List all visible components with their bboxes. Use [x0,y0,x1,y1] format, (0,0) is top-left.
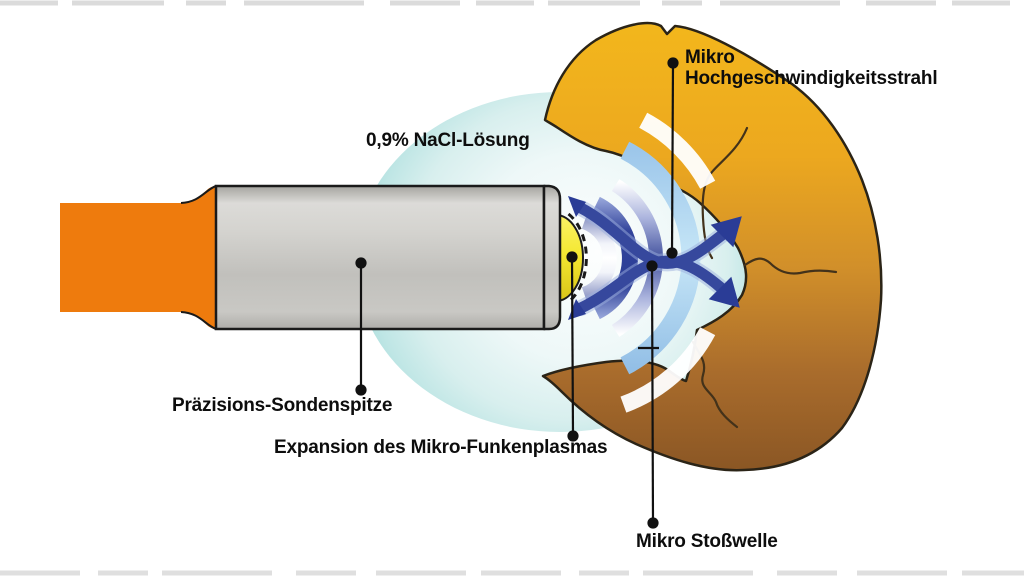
leader-jet [670,62,675,254]
leader-lines [359,62,675,524]
marker-dot [355,257,367,269]
shockwave-arc-navy [592,196,638,320]
stone-crack [691,340,739,429]
stone-crack [743,257,838,275]
jet-arrowhead-upper [710,216,742,248]
marker-dot [666,247,678,259]
shockwave-arc-outer-white-top [639,112,716,189]
marker-dot [355,384,367,396]
shockwave-arc-inner-white [581,215,617,301]
label-plasma-expansion: Expansion des Mikro-Funkenplasmas [274,437,607,458]
label-probe-tip: Präzisions-Sondenspitze [172,395,392,416]
probe-end-cap [542,184,562,331]
label-nacl-solution: 0,9% NaCl-Lösung [366,130,530,151]
leader-shockwave [650,265,655,524]
label-shockwave: Mikro Stoßwelle [636,531,778,552]
marker-dot [647,517,659,529]
jet-tail-flare-upper [568,196,586,217]
label-jet-line2: Hochgeschwindigkeitsstrahl [685,68,937,89]
probe-shaft [60,186,216,329]
marker-dot [646,260,658,272]
label-jet-line1: Mikro [685,47,735,68]
probe-shaft-flare-outline-top [180,185,217,204]
marker-dot [567,430,579,442]
jet-arrows [568,196,742,320]
marker-dot [667,57,679,69]
jet-arrowhead-lower [708,276,740,308]
stone-body [541,21,883,472]
marker-dot [566,251,578,263]
probe-shaft-flare-outline-bottom [180,311,217,330]
leader-dots [355,57,679,529]
probe-body [214,184,546,331]
leader-plasma [570,256,575,437]
shockwave-arc-outer-white-bottom [620,327,716,413]
